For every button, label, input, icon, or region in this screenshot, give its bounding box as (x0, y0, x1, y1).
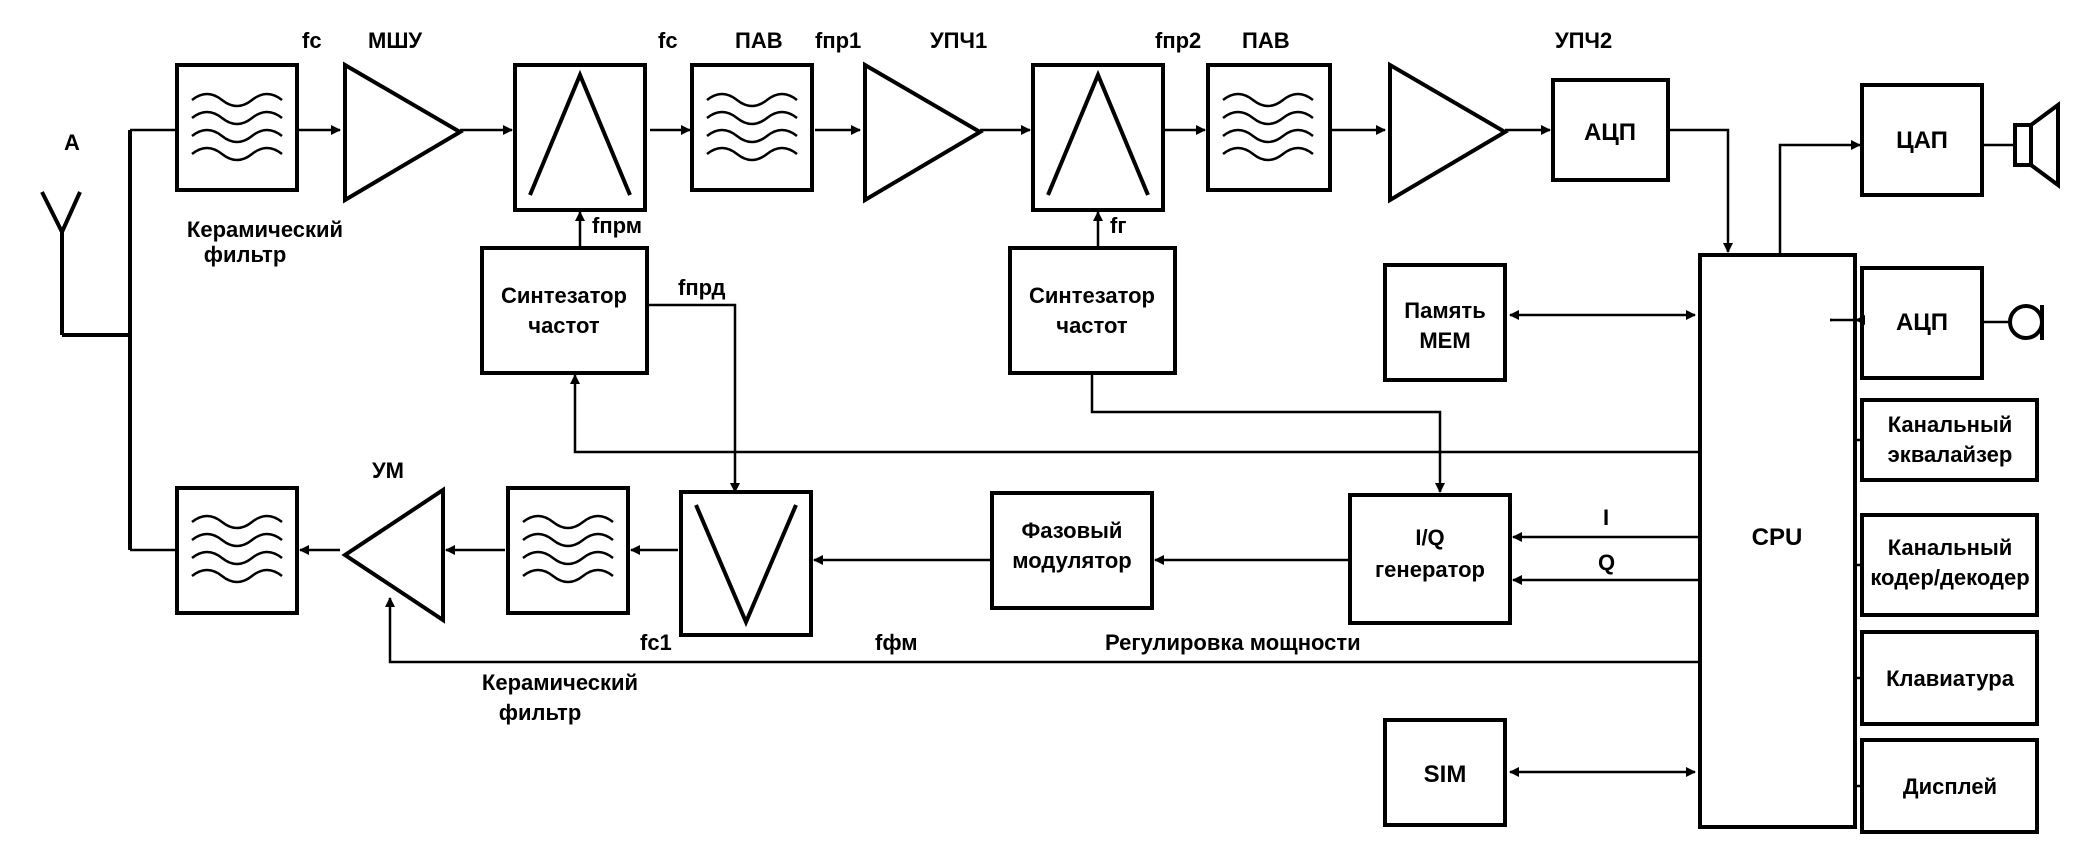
mixer-triangle-icon (1046, 69, 1150, 196)
saw-label-1: ПАВ (735, 28, 783, 53)
fc-label-1: fc (302, 28, 322, 53)
ceramic-filter-tx-label-1: Керамический (482, 670, 638, 695)
memory-label-1: Память (1404, 298, 1485, 323)
line-synth1-txmixer (647, 303, 740, 493)
memory-block (1383, 263, 1507, 382)
synth2-label-2: частот (1056, 313, 1128, 338)
power-amplifier-icon (341, 486, 445, 624)
fc1-label: fc1 (640, 630, 672, 655)
pa-label: УМ (372, 458, 404, 483)
dac-label: ЦАП (1896, 127, 1948, 154)
line-adc-cpu (1670, 128, 1733, 253)
coder-block (1860, 513, 2039, 617)
i-label: I (1603, 505, 1609, 530)
synth1-label-2: частот (528, 313, 600, 338)
mixer-triangle-down-icon (694, 504, 798, 628)
synth2-label-1: Синтезатор (1029, 283, 1155, 308)
fpr2-label: fпр2 (1155, 28, 1201, 53)
sim-label: SIM (1424, 761, 1467, 788)
saw-label-2: ПАВ (1242, 28, 1290, 53)
sim-block (1383, 718, 1507, 827)
equalizer-label-1: Канальный (1888, 412, 2013, 437)
coder-label-1: Канальный (1888, 535, 2013, 560)
mixer-1 (513, 63, 647, 212)
antenna-label: A (64, 130, 80, 155)
adc-mic-label: АЦП (1896, 309, 1948, 336)
antenna-icon (40, 130, 132, 550)
fprm-label: fпрм (592, 213, 642, 238)
q-label: Q (1598, 550, 1615, 575)
mixer-triangle-icon (528, 69, 632, 196)
cpu-block (1698, 253, 1857, 829)
synth1-label-1: Синтезатор (501, 283, 627, 308)
if-amp-1-label: УПЧ1 (930, 28, 987, 53)
phase-modulator-label-1: Фазовый (1022, 518, 1123, 543)
phase-modulator-label-2: модулятор (1012, 548, 1132, 573)
display-block (1860, 738, 2039, 834)
iq-generator-block (1348, 493, 1512, 625)
ceramic-filter-tx (175, 486, 299, 615)
speaker-icon (2013, 101, 2060, 189)
adc-rx (1551, 78, 1670, 182)
cpu-label: CPU (1752, 524, 1803, 551)
equalizer-label-2: эквалайзер (1888, 442, 2013, 467)
dac-block (1860, 83, 1984, 197)
filter-waves-icon (522, 514, 614, 584)
ceramic-filter-tx-label-2: фильтр (499, 700, 582, 725)
fg-label: fг (1110, 213, 1127, 238)
mixer-2 (1031, 63, 1165, 212)
power-control-label: Регулировка мощности (1105, 630, 1361, 655)
if-amp-2-label: УПЧ2 (1555, 28, 1612, 53)
line-power-control (385, 597, 1700, 664)
saw-filter-2 (1206, 63, 1332, 192)
lna-amplifier-icon (343, 61, 464, 204)
filter-waves-icon (706, 92, 798, 162)
iq-label-1: I/Q (1415, 525, 1444, 550)
ffm-label: fфм (875, 630, 918, 655)
saw-filter-1 (690, 63, 814, 192)
ceramic-filter-label-2: фильтр (204, 242, 287, 267)
filter-waves-icon (191, 514, 283, 584)
line-cpu-dac (1778, 140, 1861, 255)
line-cpu-synth1 (570, 374, 1700, 454)
synthesizer-2 (1008, 246, 1177, 375)
iq-label-2: генератор (1375, 557, 1485, 582)
fc-label-2: fc (658, 28, 678, 53)
fprd-label: fпрд (678, 275, 726, 300)
adc-rx-label: АЦП (1584, 119, 1636, 146)
filter-waves-icon (1222, 92, 1314, 162)
ceramic-filter-label-1: Керамический (187, 217, 343, 242)
synthesizer-1 (480, 246, 649, 375)
coder-label-2: кодер/декодер (1870, 565, 2029, 590)
if-amp-1-icon (863, 61, 984, 204)
memory-label-2: MEM (1419, 328, 1470, 353)
equalizer-block (1860, 398, 2039, 482)
phase-modulator-block (990, 491, 1154, 610)
ceramic-filter-rx (175, 63, 299, 192)
lna-label: МШУ (368, 28, 422, 53)
ceramic-filter-tx-2 (506, 486, 630, 615)
keyboard-label: Клавиатура (1886, 666, 2015, 691)
microphone-icon (2008, 304, 2044, 340)
if-amp-2-icon (1388, 61, 1509, 204)
display-label: Дисплей (1903, 774, 1997, 799)
line-synth2-iq (1090, 373, 1445, 493)
filter-waves-icon (191, 92, 283, 162)
fpr1-label: fпр1 (815, 28, 861, 53)
